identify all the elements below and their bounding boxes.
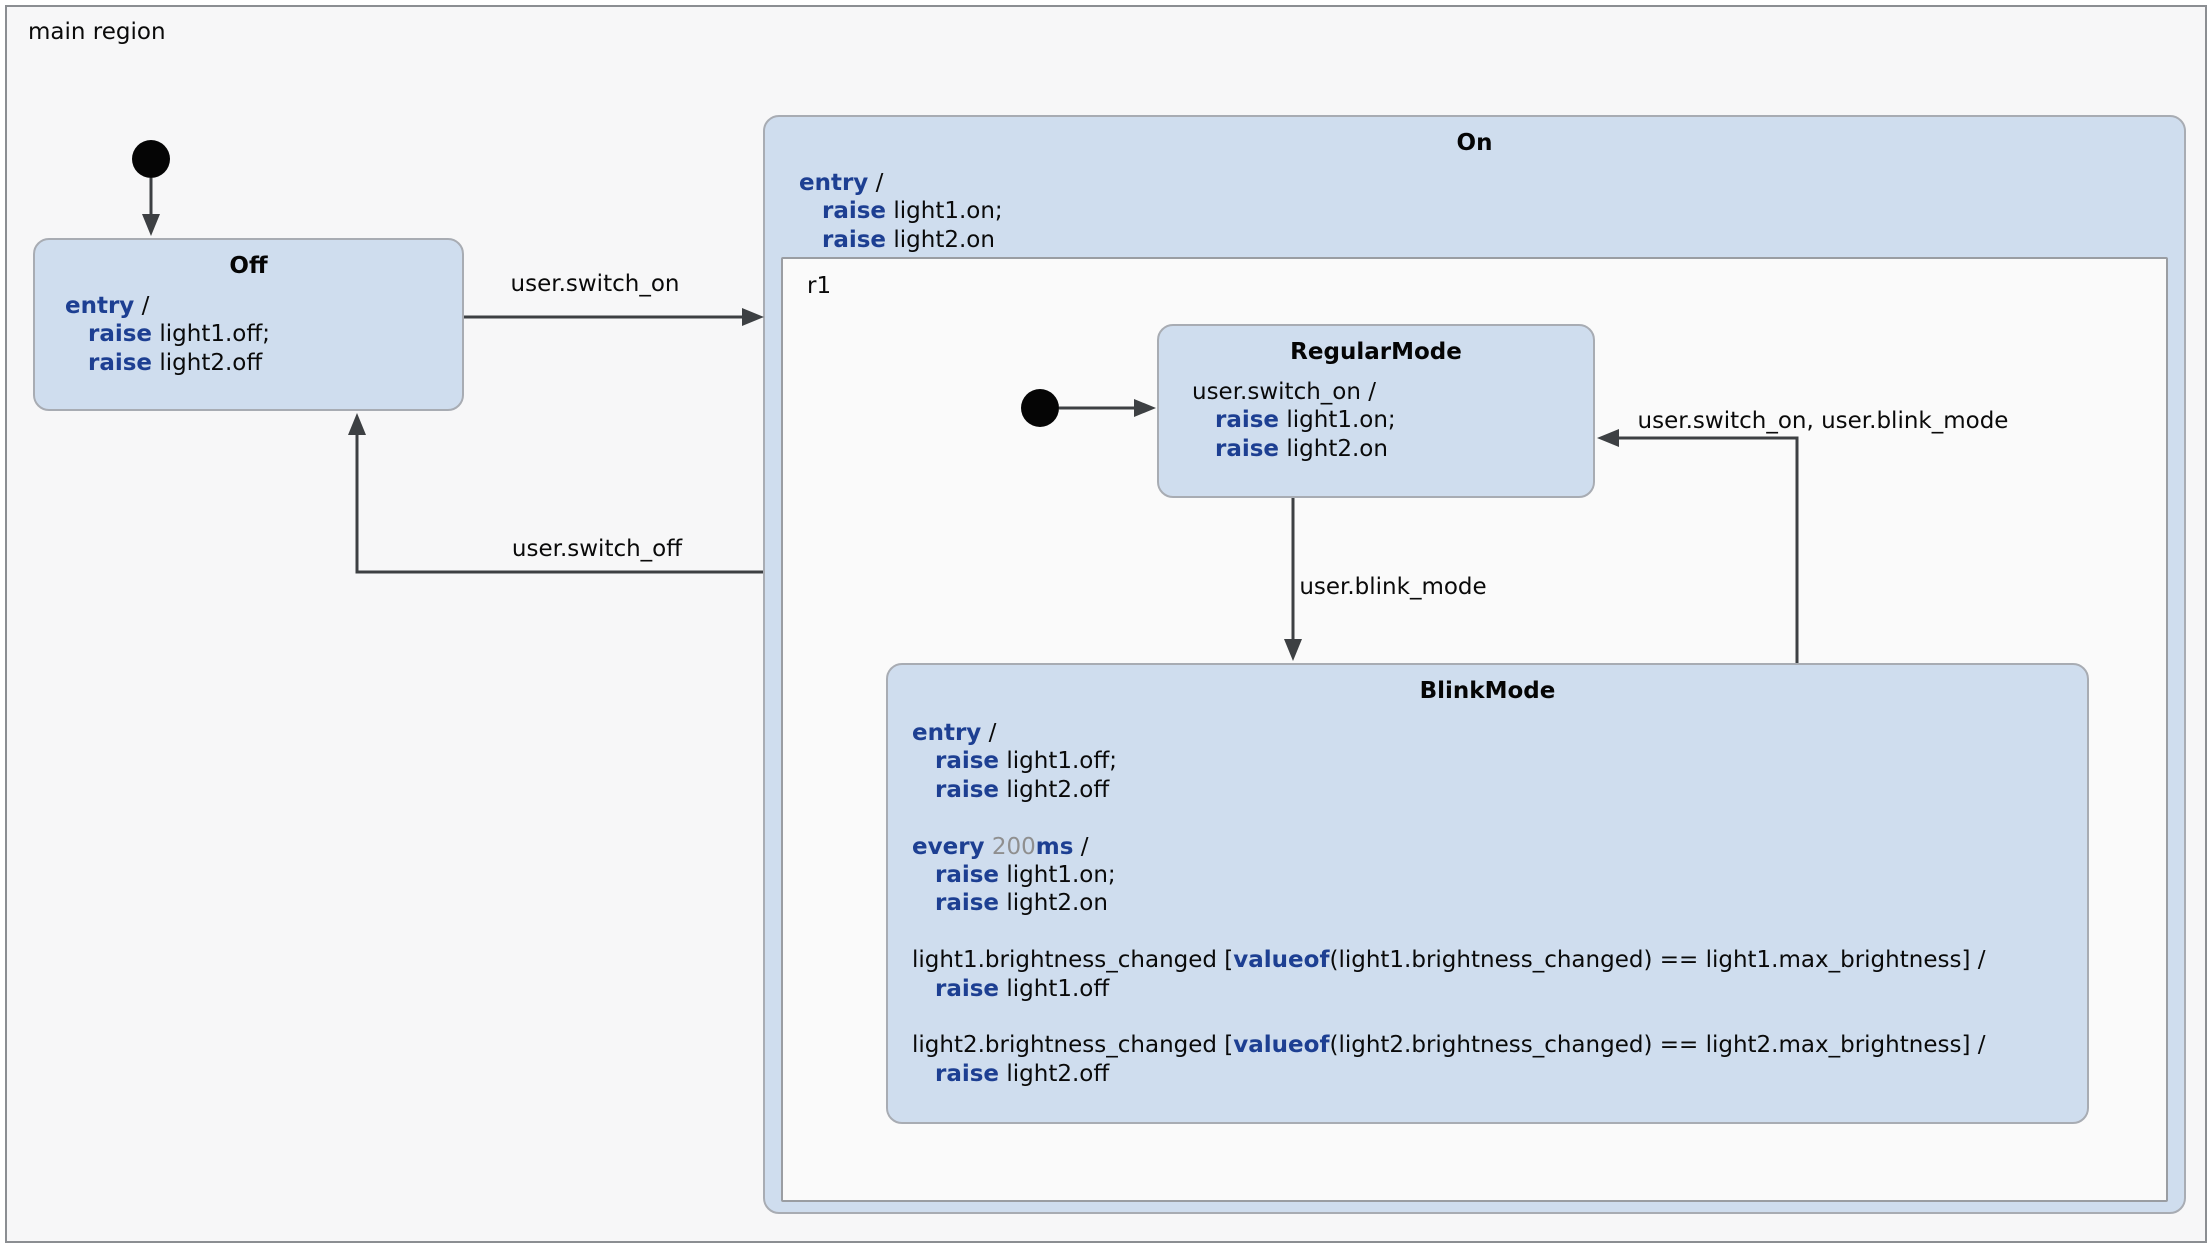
state-on-title: On (1456, 130, 1493, 156)
state-on-actions: entry /raise light1.on;raise light2.on (799, 170, 1003, 253)
region-r1-label: r1 (807, 273, 832, 299)
main-region-label: main region (28, 19, 166, 45)
state-off-actions: entry /raise light1.off;raise light2.off (65, 293, 270, 376)
state-blink-mode[interactable]: BlinkMode entry /raise light1.off;raise … (886, 663, 2089, 1124)
transition-label-switch-off[interactable]: user.switch_off (511, 536, 683, 562)
state-blink-mode-title: BlinkMode (1419, 678, 1556, 704)
transition-label-switch-on[interactable]: user.switch_on (510, 271, 680, 297)
state-off[interactable]: Off entry /raise light1.off;raise light2… (33, 238, 464, 411)
statechart-canvas: main region Off entr (5, 5, 2207, 1243)
state-regular-mode-actions: user.switch_on /raise light1.on;raise li… (1192, 379, 1396, 462)
state-off-title: Off (229, 253, 268, 279)
state-regular-mode-title: RegularMode (1290, 339, 1462, 365)
state-blink-mode-actions: entry /raise light1.off;raise light2.off… (912, 720, 1986, 1087)
initial-state-icon-main[interactable] (132, 140, 170, 236)
transition-label-back-to-regular[interactable]: user.switch_on, user.blink_mode (1637, 408, 2009, 434)
state-regular-mode[interactable]: RegularMode user.switch_on /raise light1… (1157, 324, 1595, 498)
transition-arrow-off-to-on[interactable] (464, 308, 764, 326)
transition-label-blink-mode[interactable]: user.blink_mode (1299, 574, 1487, 600)
